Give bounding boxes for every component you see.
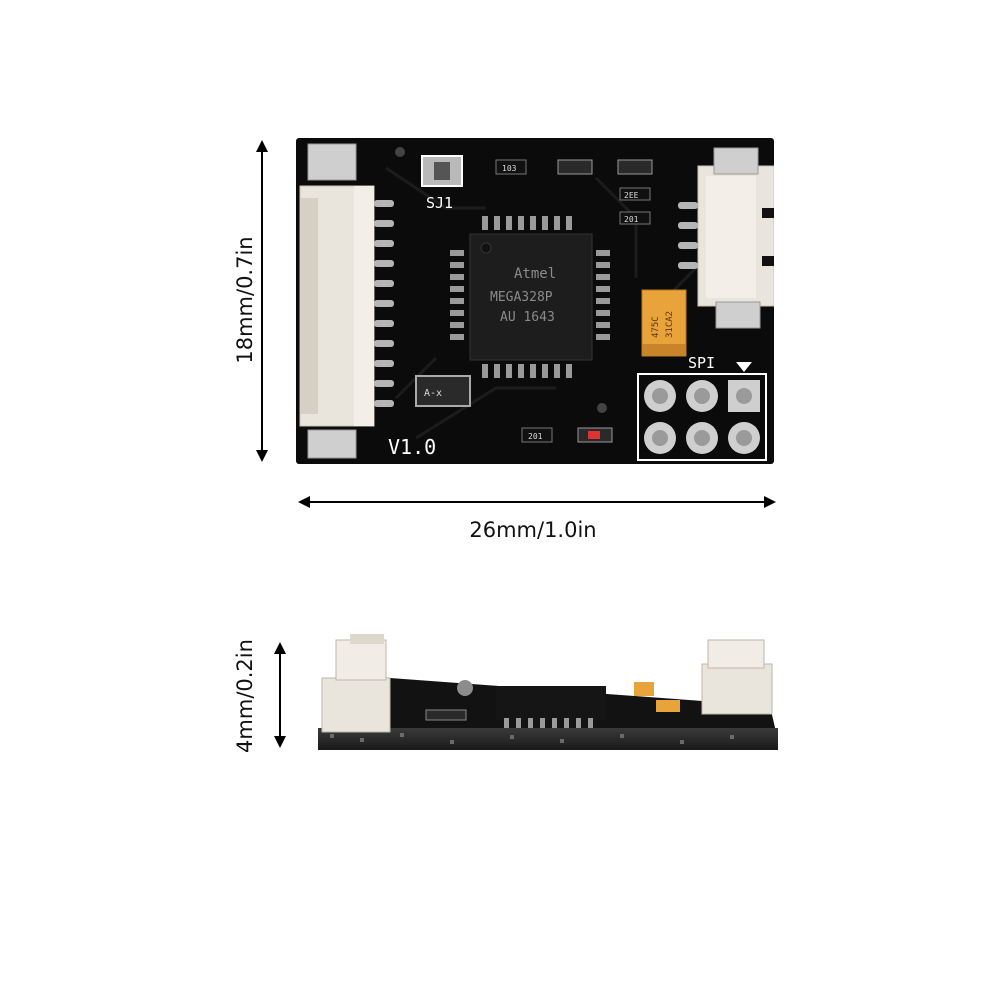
width-dimension-arrow xyxy=(298,496,776,508)
thickness-dimension-label: 4mm/0.2in xyxy=(233,639,257,753)
thickness-dimension-arrow xyxy=(274,642,286,748)
crystal xyxy=(415,375,471,407)
spi-header-pins xyxy=(644,380,760,454)
svg-text:103: 103 xyxy=(502,164,517,173)
chip-model: MEGA328P xyxy=(490,290,553,305)
height-dimension-arrow xyxy=(256,140,268,462)
jumper-label: SJ1 xyxy=(426,194,453,212)
svg-text:A-x: A-x xyxy=(424,388,442,399)
width-dimension-label: 26mm/1.0in xyxy=(469,518,597,542)
chip-brand: Atmel xyxy=(514,266,556,282)
chip-code: AU 1643 xyxy=(500,310,555,325)
right-connector xyxy=(678,147,774,329)
capacitor-marking-1: 475C xyxy=(651,316,661,338)
microcontroller-chip xyxy=(469,233,593,361)
version-label: V1.0 xyxy=(388,435,436,459)
capacitor-marking-2: 31CA2 xyxy=(665,311,675,338)
svg-text:2EE: 2EE xyxy=(624,191,639,200)
pcb-side-view xyxy=(318,634,778,750)
svg-text:201: 201 xyxy=(528,432,543,441)
left-connector xyxy=(299,143,394,459)
height-dimension-label: 18mm/0.7in xyxy=(233,236,257,364)
spi-label: SPI xyxy=(688,354,715,372)
svg-text:201: 201 xyxy=(624,215,639,224)
pcb-top-view: SJ1 103 2EE 201 Atmel MEGA328P AU 1643 4… xyxy=(296,138,774,464)
